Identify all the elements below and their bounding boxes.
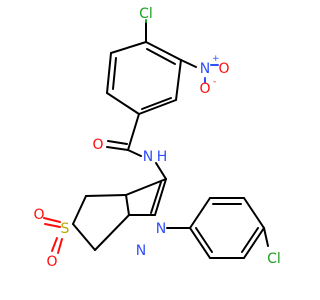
atom-n-nitro-charge: +	[212, 54, 220, 64]
atom-n-pyrazole-2: N	[156, 221, 166, 237]
benzene-ring-upper	[106, 41, 182, 115]
structure-drawing: Cl N + O O - O N H S O O N N Cl	[33, 6, 281, 270]
bond-s-o-bottom-a	[51, 237, 58, 252]
atom-n-amide: N	[143, 149, 153, 165]
bond-n-pyrazole	[155, 162, 167, 180]
bond-c-nitro	[180, 59, 197, 68]
benzene-ring-lower	[189, 197, 265, 259]
atom-h-amide: H	[157, 149, 168, 165]
bond-s-o-left-b	[44, 223, 61, 228]
atom-o-sulfone-left: O	[33, 207, 44, 223]
bond-s-o-bottom-b	[57, 238, 63, 254]
atom-cl-right: Cl	[267, 251, 281, 267]
atom-n-nitro: N	[200, 61, 210, 77]
bond-c-cl-right	[263, 227, 269, 247]
atom-o-sulfone-bottom: O	[46, 254, 57, 270]
thiolane-ring	[72, 194, 130, 251]
atom-n-pyrazole-1: N	[136, 243, 146, 259]
molecule-canvas: Cl N + O O - O N H S O O N N Cl	[33, 6, 281, 270]
bond-c-o-2	[107, 140, 128, 145]
pyrazole-ring	[125, 178, 167, 216]
atom-o-carbonyl: O	[92, 137, 103, 153]
atom-o-nitro-charge: -	[213, 77, 216, 87]
bond-s-o-left-a	[43, 217, 61, 223]
atom-o-nitro-bottom: O	[199, 81, 210, 97]
atom-s-sulfone: S	[61, 221, 70, 237]
bond-c-o-1	[106, 146, 129, 151]
atom-o-nitro-right: O	[218, 61, 229, 77]
atom-cl-top: Cl	[139, 6, 153, 22]
bond-c-n-amide	[127, 149, 142, 157]
bond-ring-carbonyl	[127, 113, 140, 151]
